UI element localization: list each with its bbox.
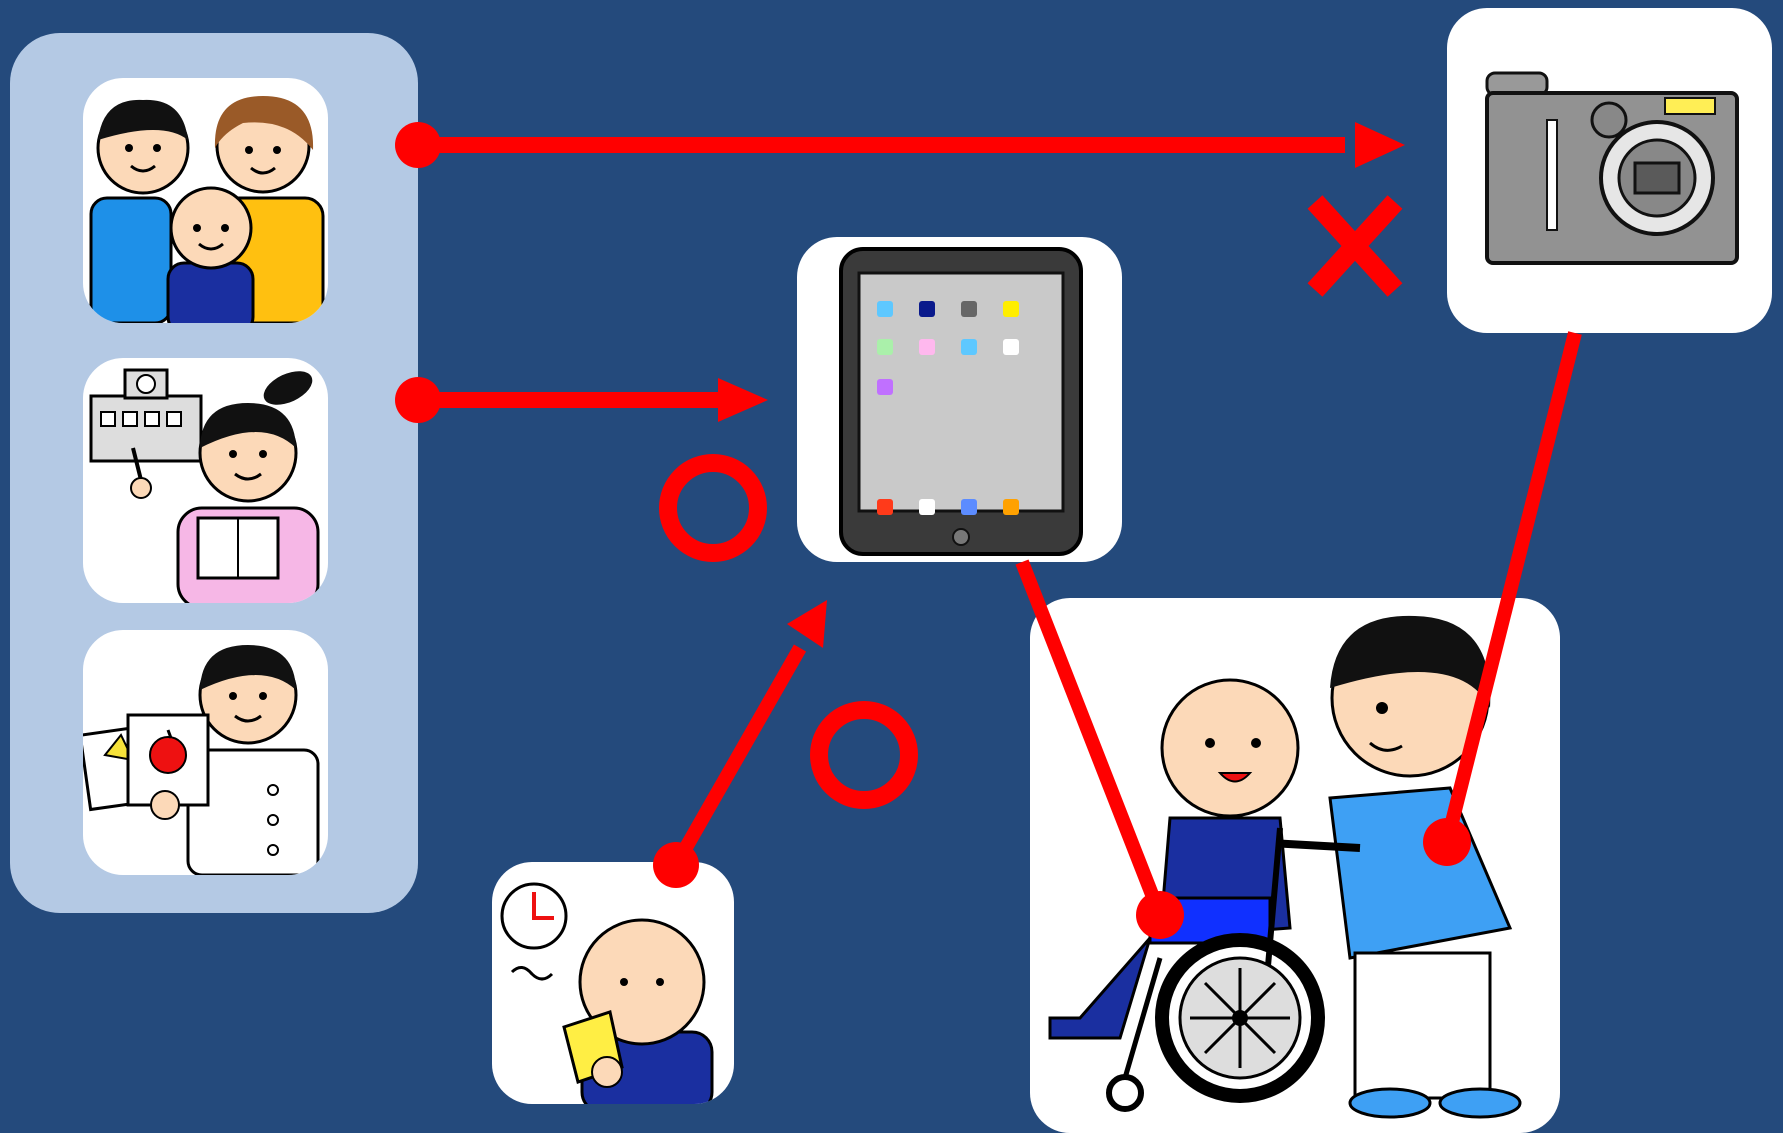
cross-ng-icon bbox=[1315, 202, 1395, 290]
teacher-card bbox=[83, 358, 328, 603]
family-icon bbox=[83, 78, 328, 323]
therapist-card bbox=[83, 630, 328, 875]
teacher-icon bbox=[83, 358, 328, 603]
camera-icon bbox=[1447, 8, 1772, 333]
child-break-card bbox=[492, 862, 734, 1104]
family-card bbox=[83, 78, 328, 323]
child-drinking-cup-icon bbox=[492, 862, 734, 1104]
arrowhead-to-camera bbox=[1355, 122, 1405, 168]
connector-child-to-tablet bbox=[676, 648, 800, 865]
arrowhead-to-tablet-from-teacher bbox=[718, 378, 768, 422]
circle-ok-icon bbox=[819, 710, 909, 800]
caregiver-card bbox=[1030, 598, 1560, 1133]
therapist-with-picture-card-icon bbox=[83, 630, 328, 875]
tablet-icon bbox=[797, 237, 1122, 562]
arrowhead-to-tablet-from-child bbox=[787, 600, 827, 648]
caregiver-with-wheelchair-icon bbox=[1030, 598, 1560, 1133]
camera-card bbox=[1447, 8, 1772, 333]
tablet-card bbox=[797, 237, 1122, 562]
circle-ok-icon bbox=[668, 463, 758, 553]
